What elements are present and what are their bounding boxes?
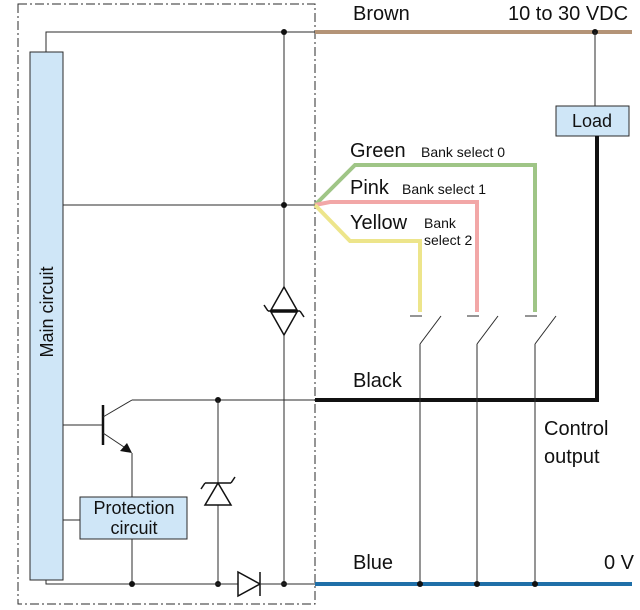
main-circuit-label: Main circuit xyxy=(37,266,57,357)
junction-dot xyxy=(417,581,423,587)
junction-dot xyxy=(281,29,287,35)
protection-label-line1: Protection xyxy=(93,498,174,518)
control-output-label-line2: output xyxy=(544,446,600,468)
yellow-label: Yellow xyxy=(350,212,408,234)
brown-label: Brown xyxy=(353,3,410,25)
green-label: Green xyxy=(350,140,406,162)
green-desc: Bank select 0 xyxy=(421,144,505,160)
yellow-desc-line1: Bank xyxy=(424,215,457,231)
bank-select-switch-yellow xyxy=(410,315,442,584)
black-label: Black xyxy=(353,370,403,392)
sensor-enclosure xyxy=(17,3,316,605)
output-transistor xyxy=(63,399,315,584)
junction-dot xyxy=(532,581,538,587)
blue-label: Blue xyxy=(353,552,393,574)
load-label: Load xyxy=(572,111,612,131)
zener-diode xyxy=(200,476,236,506)
bank-select-switch-pink xyxy=(467,315,499,584)
black-wire xyxy=(315,136,599,402)
bank-select-switch-green xyxy=(525,315,557,584)
junction-dot xyxy=(129,581,135,587)
pink-desc: Bank select 1 xyxy=(402,181,486,197)
zero-v-label: 0 V xyxy=(604,552,635,574)
pink-wire xyxy=(314,200,479,312)
yellow-wire xyxy=(313,203,422,312)
control-output-label-line1: Control xyxy=(544,418,608,440)
internal-ground-line xyxy=(45,580,238,585)
yellow-desc-line2: select 2 xyxy=(424,232,472,248)
surge-absorber-diode xyxy=(263,285,305,337)
supply-label: 10 to 30 VDC xyxy=(508,3,628,25)
protection-circuit-box xyxy=(79,496,188,540)
protection-label-line2: circuit xyxy=(110,518,157,538)
internal-supply-line xyxy=(45,31,315,52)
pink-label: Pink xyxy=(350,177,390,199)
load-box xyxy=(555,105,630,137)
junction-dot xyxy=(281,202,287,208)
junction-dot xyxy=(474,581,480,587)
green-wire xyxy=(313,163,537,312)
reverse-polarity-diode xyxy=(237,570,262,598)
